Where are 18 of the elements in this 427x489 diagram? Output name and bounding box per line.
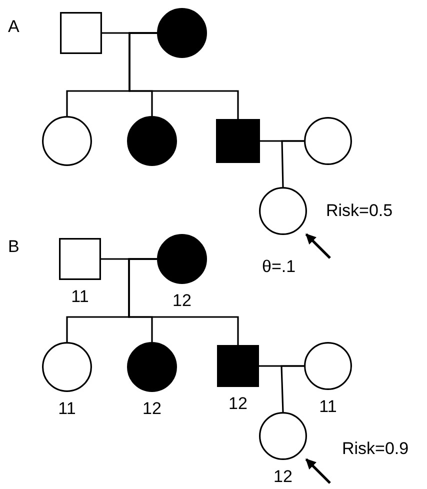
allele-label: 11 [70, 287, 90, 307]
pedigree-line [128, 32, 239, 119]
pedigree-line [128, 258, 239, 345]
proband-arrow [305, 458, 331, 484]
allele-label: 12 [172, 291, 192, 311]
allele-label: 12 [272, 467, 294, 487]
text-label: B [8, 237, 20, 257]
text-label: Risk=0.9 [342, 439, 409, 459]
allele-label: 12 [228, 394, 248, 414]
text-label: Risk=0.5 [326, 201, 393, 221]
allele-label: 11 [57, 399, 77, 419]
text-label: θ=.1 [262, 257, 296, 277]
allele-label: 12 [142, 399, 162, 419]
allele-label: 11 [318, 397, 338, 417]
pedigree-line [281, 140, 304, 188]
pedigree-line [280, 365, 304, 412]
proband-arrow [305, 233, 331, 259]
text-label: A [8, 17, 20, 37]
